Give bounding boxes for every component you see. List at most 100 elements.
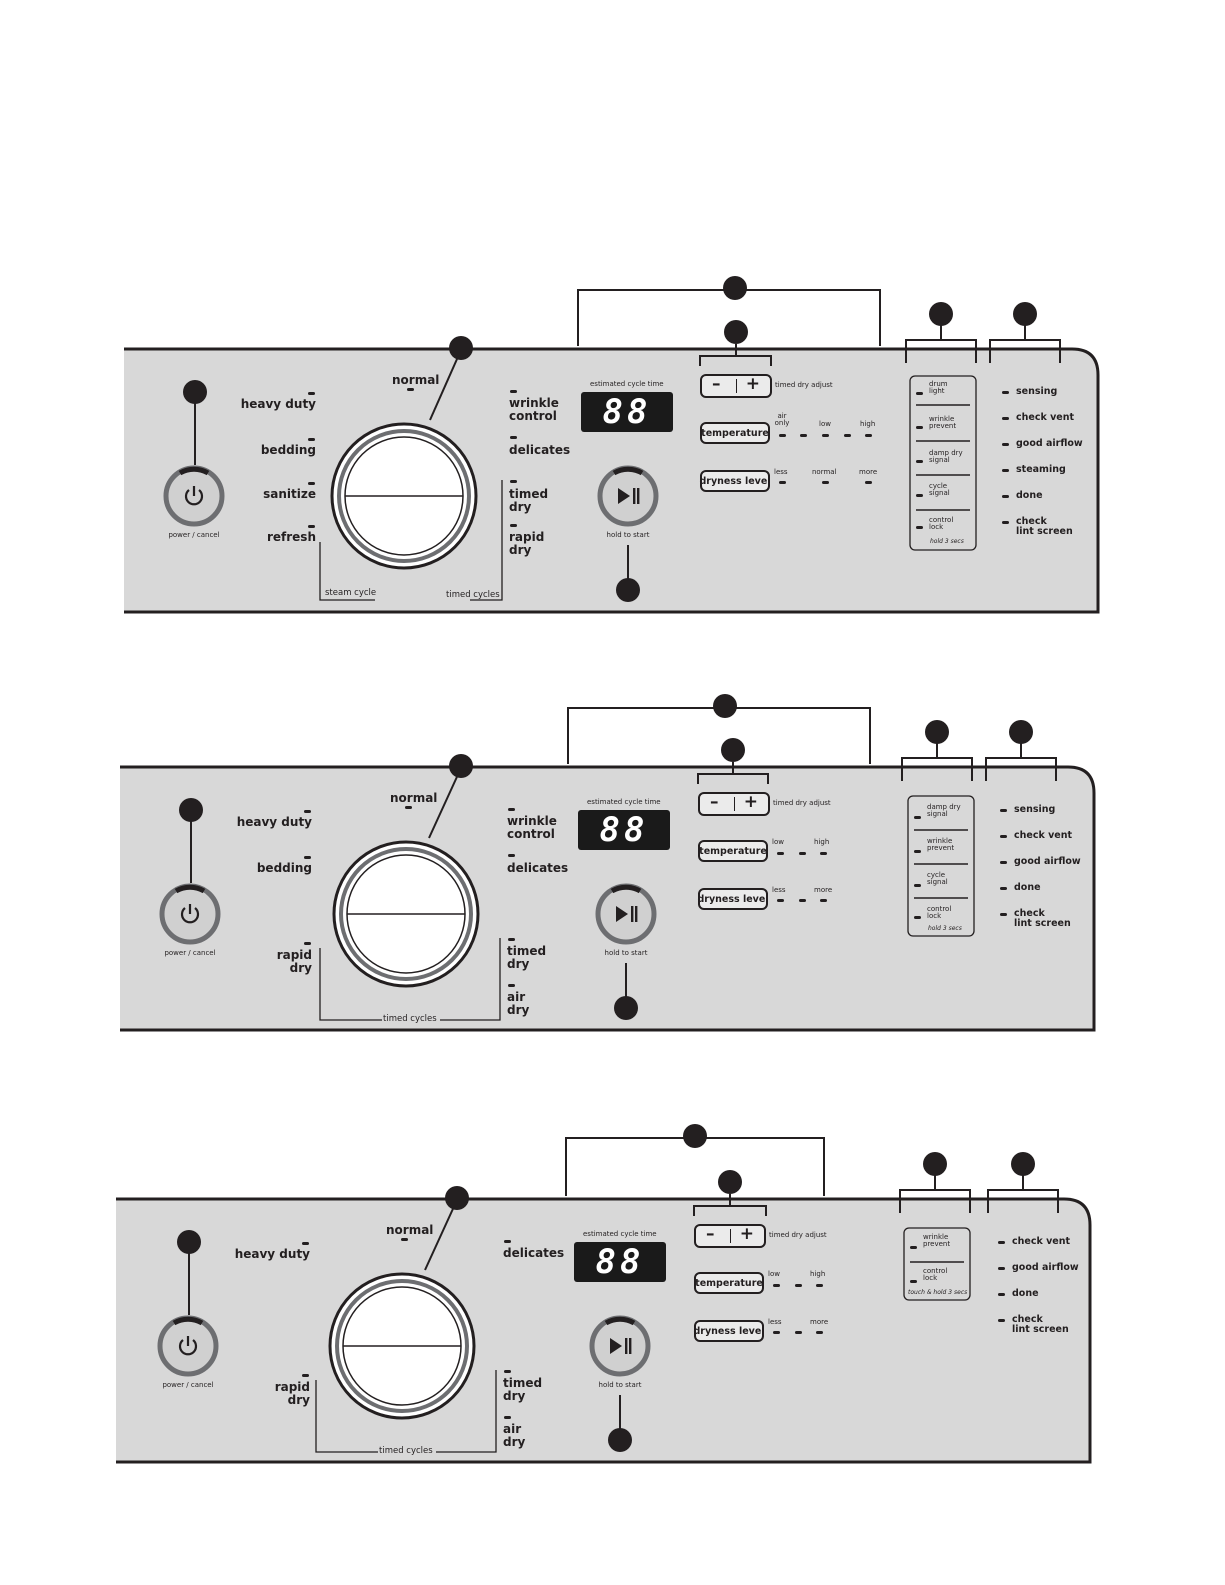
status-check-vent: check vent <box>1014 830 1073 841</box>
power-cancel-label: power / cancel <box>164 949 216 957</box>
plus-icon[interactable]: + <box>739 1224 754 1244</box>
led <box>308 482 315 485</box>
play-pause-icon[interactable] <box>606 1332 634 1360</box>
temp-low-label: low <box>768 1270 780 1278</box>
power-icon[interactable] <box>180 482 208 510</box>
cycle-air[interactable]: air <box>503 1422 522 1436</box>
cycle-delicates[interactable]: delicates <box>509 443 571 457</box>
led <box>914 850 921 853</box>
minus-icon[interactable]: – <box>706 1224 715 1244</box>
cycle-wrinkle[interactable]: wrinkle <box>507 814 557 828</box>
plus-icon[interactable]: + <box>745 374 760 394</box>
cycle-wrinkle-control: control <box>507 827 555 841</box>
hold-3-secs-note: hold 3 secs <box>930 538 964 545</box>
timed-dry-adjust-stepper[interactable]: – + <box>694 1224 766 1248</box>
dryness-less-label: less <box>774 468 788 476</box>
cycle-normal[interactable]: normal <box>386 1223 434 1237</box>
cycle-rapid-dry: dry <box>287 1393 310 1407</box>
callout-marker <box>614 996 638 1020</box>
led <box>510 524 517 527</box>
led <box>820 899 827 902</box>
callout-marker <box>449 336 473 360</box>
hold-to-start-label: hold to start <box>604 949 648 957</box>
led <box>504 1416 511 1419</box>
cycle-timed[interactable]: timed <box>507 944 547 958</box>
plus-icon[interactable]: + <box>743 792 758 812</box>
cycle-normal[interactable]: normal <box>390 791 438 805</box>
cycle-delicates[interactable]: delicates <box>503 1246 565 1260</box>
temperature-button[interactable]: temperature <box>694 1272 764 1294</box>
temp-low-label: low <box>772 838 784 846</box>
cycle-bedding[interactable]: bedding <box>260 443 316 457</box>
cycle-wrinkle[interactable]: wrinkle <box>509 396 559 410</box>
power-icon[interactable] <box>174 1332 202 1360</box>
led <box>510 436 517 439</box>
cycle-rapid[interactable]: rapid <box>274 1380 310 1394</box>
led <box>1000 835 1007 838</box>
timed-cycles-label: timed cycles <box>446 590 500 600</box>
led <box>508 938 515 941</box>
cycle-rapid-dry: dry <box>509 543 532 557</box>
led <box>816 1331 823 1334</box>
callout-marker <box>923 1152 947 1176</box>
dryness-level-button[interactable]: dryness level <box>697 888 769 910</box>
cycle-heavy-duty[interactable]: heavy duty <box>234 1247 310 1261</box>
callout-marker <box>718 1170 742 1194</box>
cycle-heavy-duty[interactable]: heavy duty <box>240 397 316 411</box>
timed-dry-adjust-stepper[interactable]: – + <box>700 374 772 398</box>
led <box>304 856 311 859</box>
cycle-timed[interactable]: timed <box>503 1376 543 1390</box>
cycle-rapid[interactable]: rapid <box>509 530 545 544</box>
led <box>1002 521 1009 524</box>
cycle-bedding[interactable]: bedding <box>256 861 312 875</box>
led <box>510 480 517 483</box>
led <box>779 481 786 484</box>
led <box>508 854 515 857</box>
cycle-refresh[interactable]: refresh <box>266 530 316 544</box>
status-done: done <box>1016 490 1043 501</box>
estimated-cycle-time-label: estimated cycle time <box>587 798 661 806</box>
minus-icon[interactable]: – <box>710 792 719 812</box>
led <box>916 426 923 429</box>
play-pause-icon[interactable] <box>612 900 640 928</box>
callout-marker <box>929 302 953 326</box>
power-icon[interactable] <box>176 900 204 928</box>
cycle-normal[interactable]: normal <box>392 373 440 387</box>
temperature-button[interactable]: temperature <box>698 840 768 862</box>
timed-dry-adjust-stepper[interactable]: – + <box>698 792 770 816</box>
callout-marker <box>449 754 473 778</box>
play-pause-icon[interactable] <box>614 482 642 510</box>
timed-cycles-label: timed cycles <box>379 1446 433 1456</box>
led <box>998 1293 1005 1296</box>
minus-icon[interactable]: – <box>712 374 721 394</box>
dryness-level-button[interactable]: dryness level <box>699 470 771 492</box>
led <box>865 481 872 484</box>
cycle-time-display: 88 <box>581 392 673 432</box>
estimated-cycle-time-label: estimated cycle time <box>590 380 664 388</box>
led <box>1000 887 1007 890</box>
led <box>916 392 923 395</box>
cycle-timed[interactable]: timed <box>509 487 549 501</box>
cycle-air[interactable]: air <box>507 990 526 1004</box>
estimated-cycle-time-label: estimated cycle time <box>583 1230 657 1238</box>
cycle-heavy-duty[interactable]: heavy duty <box>236 815 312 829</box>
cycle-sanitize[interactable]: sanitize <box>263 487 316 501</box>
temperature-button[interactable]: temperature <box>700 422 770 444</box>
cycle-rapid[interactable]: rapid <box>276 948 312 962</box>
cycle-delicates[interactable]: delicates <box>507 861 569 875</box>
dryness-level-button[interactable]: dryness level <box>693 1320 765 1342</box>
led <box>777 899 784 902</box>
led <box>308 525 315 528</box>
